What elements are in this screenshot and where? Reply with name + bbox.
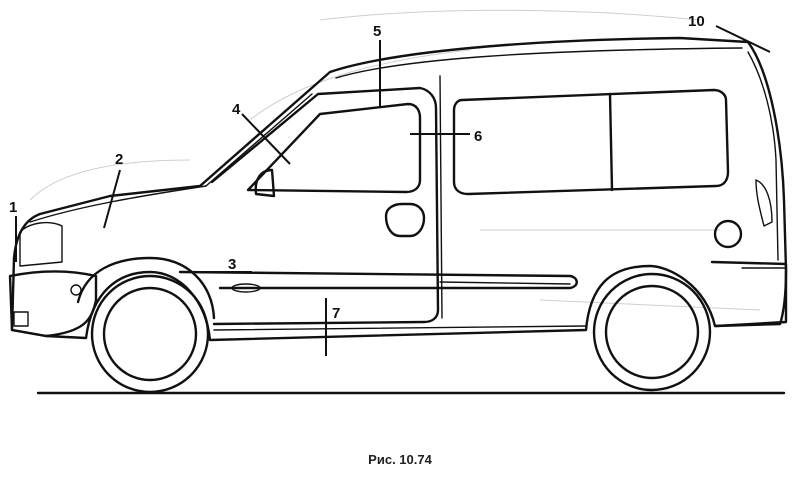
callout-1: 1 — [9, 199, 17, 216]
fuel-cap — [713, 219, 743, 249]
callout-leaders — [15, 25, 771, 356]
front-bumper-vent — [13, 311, 29, 327]
callout-7: 7 — [332, 305, 340, 322]
headlight — [19, 221, 63, 267]
callout-10: 10 — [688, 13, 705, 30]
callout-2: 2 — [115, 151, 123, 168]
rear-window-divider — [608, 92, 614, 192]
callout-3: 3 — [228, 256, 236, 273]
callout-6: 6 — [474, 128, 482, 145]
body-outline — [10, 36, 788, 342]
rocker-panel — [213, 325, 587, 331]
callout-5: 5 — [373, 23, 381, 40]
roof-rail — [335, 47, 743, 79]
figure-caption: Рис. 10.74 — [368, 452, 432, 467]
tail-light — [755, 179, 773, 227]
rear-pillar — [747, 51, 779, 261]
rear-side-window — [452, 88, 730, 196]
side-mirror — [254, 168, 276, 198]
rear-bumper — [710, 260, 788, 328]
side-molding — [178, 270, 578, 290]
front-wheel — [90, 274, 210, 394]
front-door — [210, 86, 440, 326]
sliding-door-edge — [439, 75, 443, 319]
a-pillar-line — [205, 93, 313, 187]
front-window — [246, 102, 422, 194]
rear-wheel — [592, 272, 712, 392]
front-wheel-arch-trim — [76, 256, 216, 320]
fog-light — [70, 284, 82, 296]
ghost-lines — [29, 9, 761, 311]
callout-labels: 1 2 3 4 5 6 7 10 — [9, 13, 705, 322]
side-molding-lower — [439, 281, 571, 285]
hood-line — [29, 185, 207, 223]
front-bumper — [8, 270, 98, 338]
callout-4: 4 — [232, 101, 241, 118]
door-handle — [384, 202, 426, 238]
